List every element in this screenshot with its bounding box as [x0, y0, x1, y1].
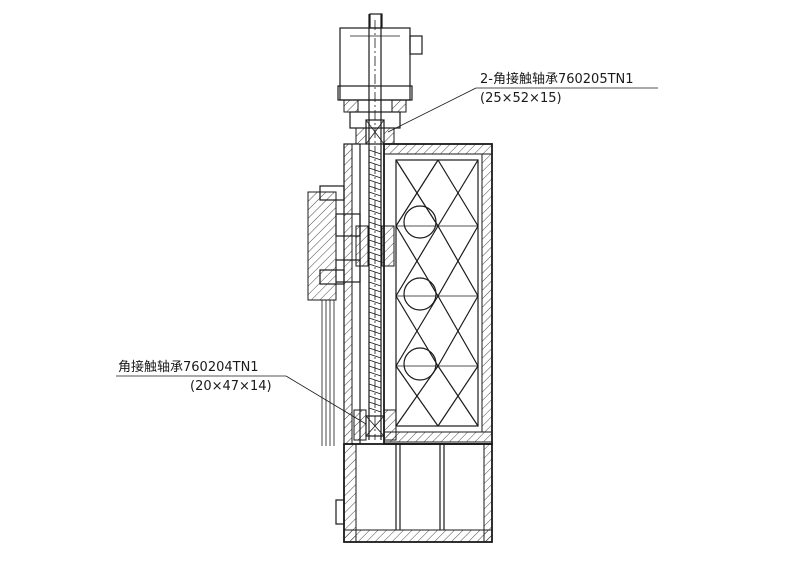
motor-housing [337, 13, 423, 145]
lightening-hole [403, 277, 437, 311]
screw-threads [368, 149, 382, 413]
lightening-hole [403, 205, 437, 239]
lightening-hole [403, 347, 437, 381]
upper-bearing-callout: 2-角接触轴承760205TN1 (25×52×15) [480, 72, 634, 106]
lattice-ribs [395, 159, 479, 427]
lower-bearing-leader [116, 375, 367, 425]
upper-bearing-name: 2-角接触轴承760205TN1 [480, 72, 634, 87]
lower-bearing-assembly [353, 409, 397, 441]
lower-bearing-size: (20×47×14) [190, 379, 272, 394]
lattice-frame [383, 143, 493, 445]
lead-screw [368, 14, 382, 440]
lower-bearing-callout: 角接触轴承760204TN1 (20×47×14) [118, 360, 272, 394]
upper-bearing-size: (25×52×15) [480, 91, 562, 106]
left-frame [307, 143, 395, 446]
base-housing [335, 443, 493, 543]
lower-bearing-name: 角接触轴承760204TN1 [118, 360, 259, 375]
upper-bearing-leader [387, 87, 658, 133]
